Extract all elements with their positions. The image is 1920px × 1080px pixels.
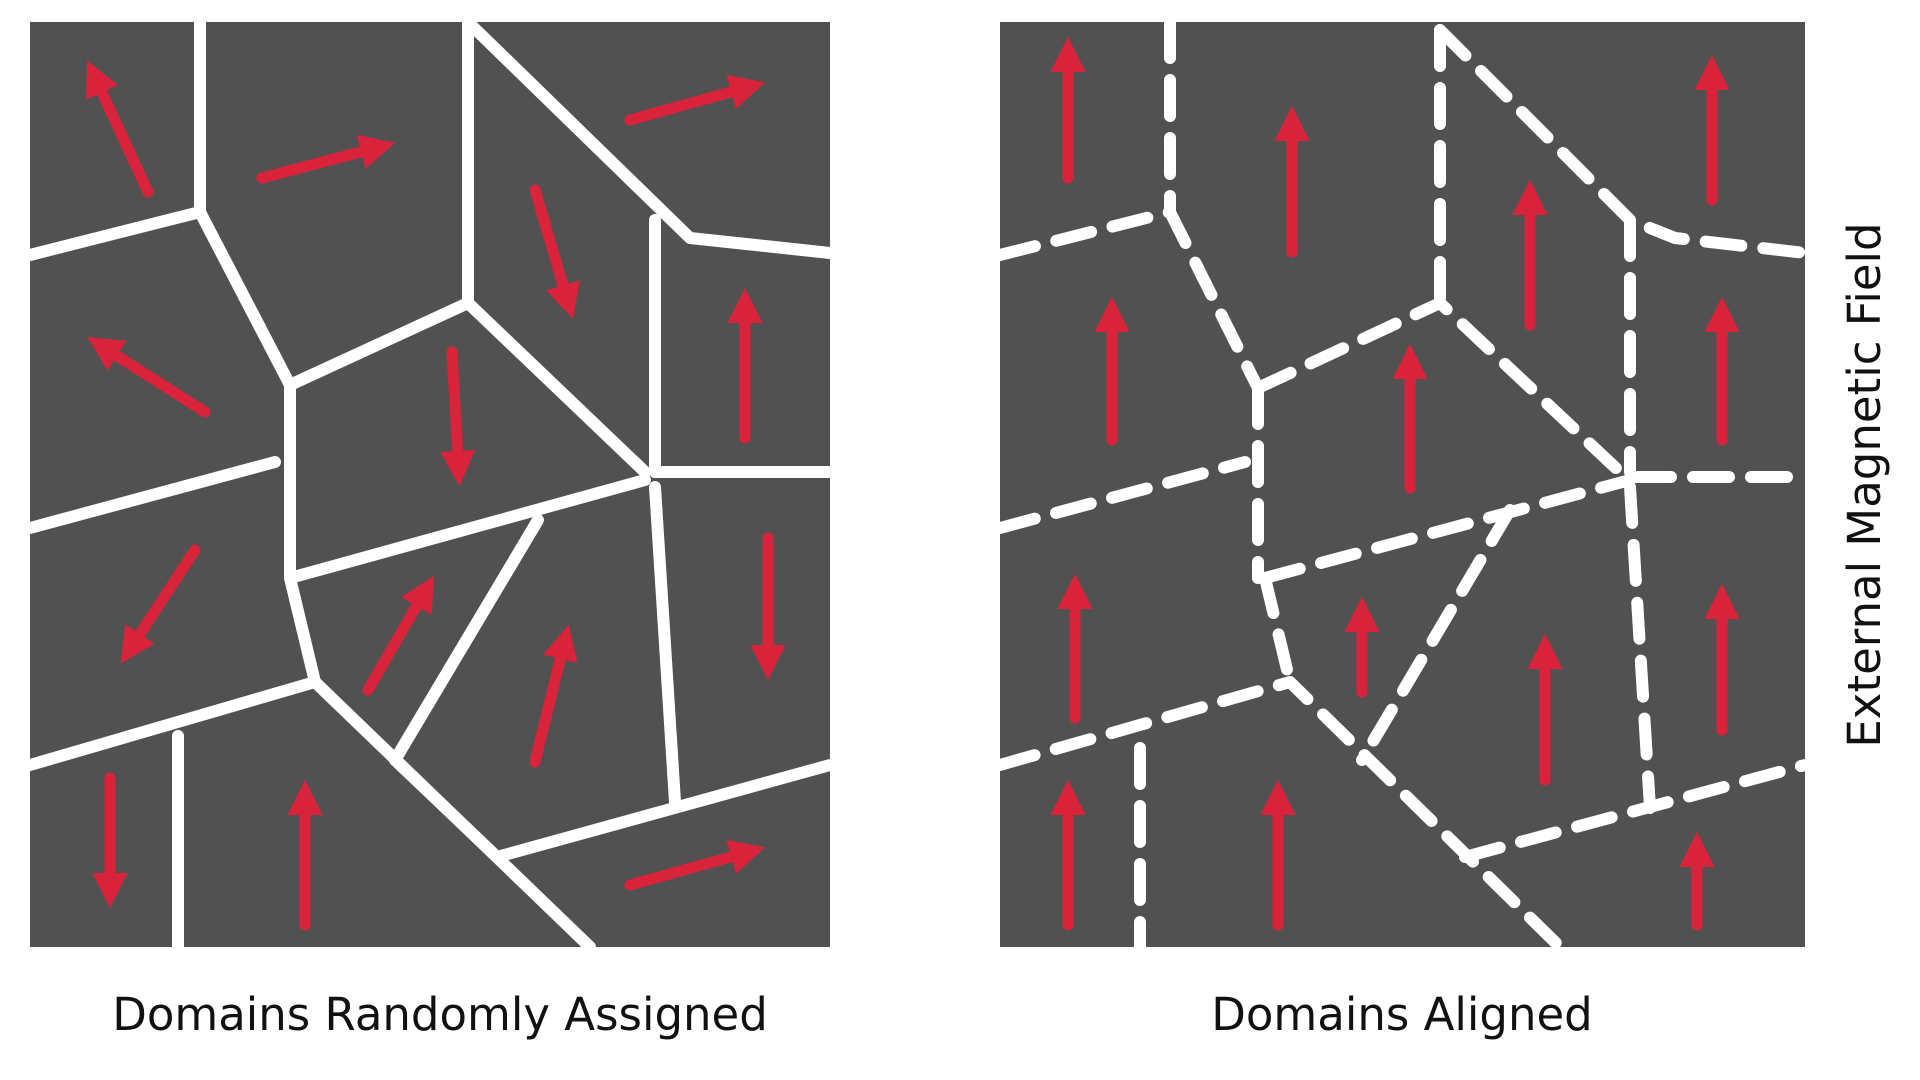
moment-arrow [529,184,580,320]
external-field-label: External Magnetic Field [1838,222,1891,747]
random-panel-title: Domains Randomly Assigned [112,988,768,1041]
moment-arrow [87,336,211,418]
moment-arrow [529,624,578,768]
aligned-moment-arrows [1050,36,1740,931]
aligned-panel-title: Domains Aligned [1211,988,1593,1041]
aligned-domain-boundaries [994,16,1811,953]
moment-arrow [85,60,154,198]
random-domain-boundaries [24,16,836,953]
moment-arrow [120,544,201,664]
aligned-domains-panel: Domains Aligned [994,16,1811,1041]
random-panel-background [30,22,830,947]
random-domains-panel: Domains Randomly Assigned [24,16,836,1041]
moment-arrow [440,346,476,487]
moment-arrow [624,74,766,126]
moment-arrow [256,134,396,184]
moment-arrow [624,839,766,891]
random-moment-arrows [85,60,786,931]
moment-arrow [362,575,435,696]
aligned-panel-background [1000,22,1805,947]
